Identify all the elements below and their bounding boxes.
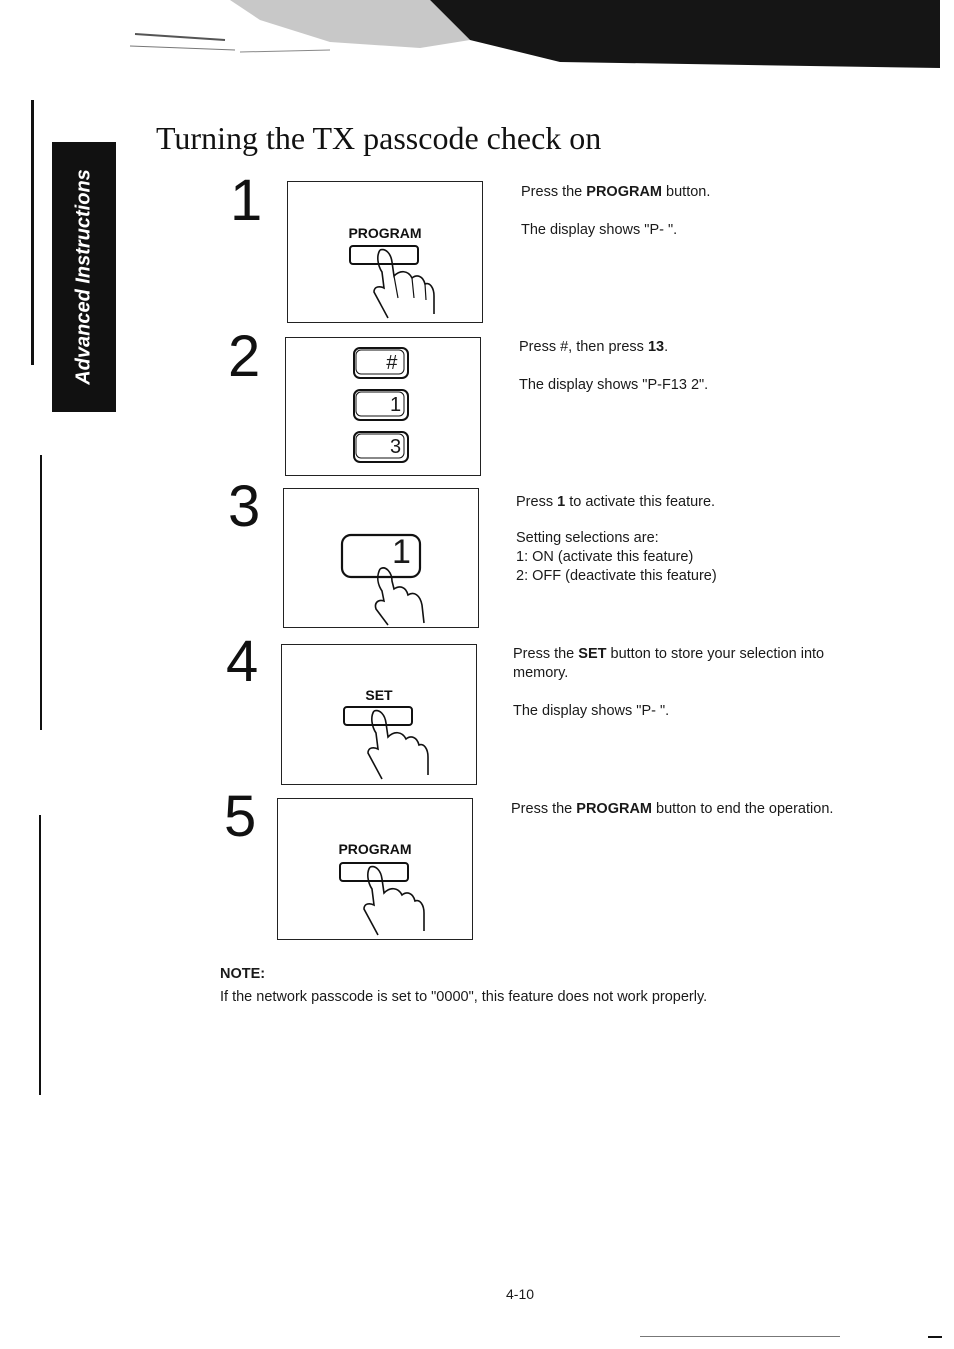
instruction-line: Press 1 to activate this feature. xyxy=(516,494,716,510)
step-number: 4 xyxy=(226,629,259,694)
display-line: The display shows "P- ". xyxy=(513,702,670,719)
step-number: 1 xyxy=(230,168,263,233)
program-key-label: PROGRAM xyxy=(348,225,422,241)
set-key-label: SET xyxy=(365,687,393,703)
step-number: 2 xyxy=(228,324,261,389)
instruction-line: Press the PROGRAM button. xyxy=(521,184,711,200)
instruction-line: Press the PROGRAM button to end the oper… xyxy=(511,801,834,817)
footer-rule xyxy=(928,1336,942,1338)
option-item: 1: ON (activate this feature) xyxy=(516,548,694,565)
display-line: The display shows "P- ". xyxy=(521,221,678,238)
program-key-press-icon xyxy=(339,862,425,936)
options-heading: Setting selections are: xyxy=(516,529,659,546)
footer-rule xyxy=(640,1336,840,1337)
margin-line xyxy=(39,815,41,1095)
step-3-illustration: 1 xyxy=(283,488,479,628)
page-number: 4-10 xyxy=(506,1286,535,1302)
keypad-keys-icon xyxy=(353,347,409,463)
step-4-text: Press the SET button to store your selec… xyxy=(513,645,883,721)
step-1-illustration: PROGRAM xyxy=(287,181,483,323)
note-text: If the network passcode is set to "0000"… xyxy=(220,989,708,1005)
instruction-line: Press the SET button to store your selec… xyxy=(513,646,825,681)
step-number: 5 xyxy=(224,784,257,849)
page-title: Turning the TX passcode check on xyxy=(156,120,602,156)
option-item: 2: OFF (deactivate this feature) xyxy=(516,567,717,584)
three-key-label: 3 xyxy=(390,436,402,458)
note-heading: NOTE: xyxy=(220,966,266,982)
program-key-press-icon xyxy=(349,245,435,319)
step-5-text: Press the PROGRAM button to end the oper… xyxy=(511,800,891,819)
margin-line xyxy=(40,455,42,730)
set-key-press-icon xyxy=(343,706,429,780)
step-2-illustration: # 1 3 xyxy=(285,337,481,476)
margin-line xyxy=(31,100,34,365)
header-band xyxy=(129,0,940,68)
step-2-text: Press #, then press 13. The display show… xyxy=(519,338,899,395)
program-key-label: PROGRAM xyxy=(338,841,412,857)
display-line: The display shows "P-F13 2". xyxy=(519,376,709,393)
step-5-illustration: PROGRAM xyxy=(277,798,473,940)
step-3-text: Press 1 to activate this feature. Settin… xyxy=(516,493,896,585)
one-key-press-icon xyxy=(340,533,425,626)
step-1-text: Press the PROGRAM button. The display sh… xyxy=(521,183,901,240)
instruction-line: Press #, then press 13. xyxy=(519,339,669,355)
section-tab: Advanced Instructions xyxy=(52,142,116,412)
hash-key-label: # xyxy=(386,352,398,374)
section-tab-label: Advanced Instructions xyxy=(72,169,95,385)
step-4-illustration: SET xyxy=(281,644,477,785)
one-key-label: 1 xyxy=(390,394,402,416)
one-key-label: 1 xyxy=(392,533,411,571)
step-number: 3 xyxy=(228,474,261,539)
